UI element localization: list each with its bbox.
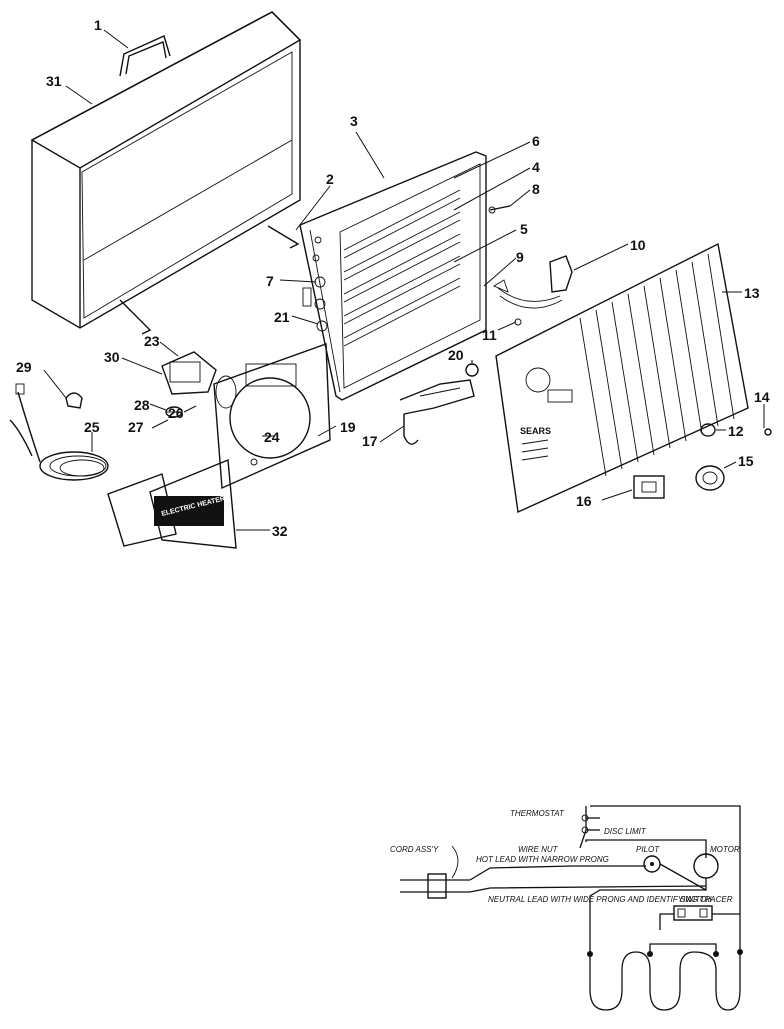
owners-manual: ELECTRIC HEATER [107,458,237,549]
heating-element-fins [343,189,461,347]
callout-24: 24 [264,429,280,445]
callout-29: 29 [16,359,32,375]
small-knob [465,363,479,377]
callout-5: 5 [520,221,528,237]
element-frame [299,151,487,401]
callout-32: 32 [272,523,288,539]
callout-8: 8 [532,181,540,197]
limit-switch-bracket [399,379,475,445]
fan-bracket-plate [213,343,331,490]
wiring-diagram [400,805,743,1011]
callout-28: 28 [134,397,150,413]
label-cord-assy: CORD ASS'Y [390,845,439,854]
callout-17: 17 [362,433,378,449]
callout-31: 31 [46,73,62,89]
grille-hardware [633,423,772,499]
callout-10: 10 [630,237,646,253]
callout-7: 7 [266,273,274,289]
thermostat-assembly [497,255,573,309]
callout-27: 27 [128,419,144,435]
label-pilot: PILOT [636,845,660,854]
callout-2: 2 [326,171,334,187]
grille-brand: SEARS [520,426,551,436]
label-thermostat: THERMOSTAT [510,809,565,818]
callout-numbers: 1 31 2 3 6 4 8 5 9 10 13 7 21 11 20 29 2… [16,17,770,539]
callout-19: 19 [340,419,356,435]
callout-21: 21 [274,309,290,325]
callout-6: 6 [532,133,540,149]
label-motor: MOTOR [710,845,740,854]
power-cord-coil [9,383,109,481]
callout-9: 9 [516,249,524,265]
grille-slots [579,253,735,477]
label-neutral-lead: NEUTRAL LEAD WITH WIDE PRONG AND IDENTIF… [488,895,733,904]
callout-3: 3 [350,113,358,129]
carry-handle [119,35,171,77]
callout-25: 25 [84,419,100,435]
callout-4: 4 [532,159,540,175]
callout-20: 20 [448,347,464,363]
front-grille: SEARS [495,242,749,514]
callout-30: 30 [104,349,120,365]
callout-16: 16 [576,493,592,509]
wiring-labels: THERMOSTAT DISC LIMIT WIRE NUT HOT LEAD … [390,809,740,904]
label-hot-lead: HOT LEAD WITH NARROW PRONG [476,855,609,864]
label-wire-nut: WIRE NUT [518,845,559,854]
fan-motor [161,351,237,409]
callout-13: 13 [744,285,760,301]
motor-bushing [165,406,183,418]
callout-1: 1 [94,17,102,33]
cabinet-housing [30,11,302,335]
label-switch: SWITCH [680,895,712,904]
callout-23: 23 [144,333,160,349]
callout-26: 26 [168,405,184,421]
cord-clamp [65,392,83,409]
callout-15: 15 [738,453,754,469]
leader-lines [43,29,765,531]
callout-11: 11 [482,327,497,343]
small-hardware [488,205,522,326]
label-disc-limit: DISC LIMIT [604,827,647,836]
callout-12: 12 [728,423,744,439]
callout-14: 14 [754,389,770,405]
